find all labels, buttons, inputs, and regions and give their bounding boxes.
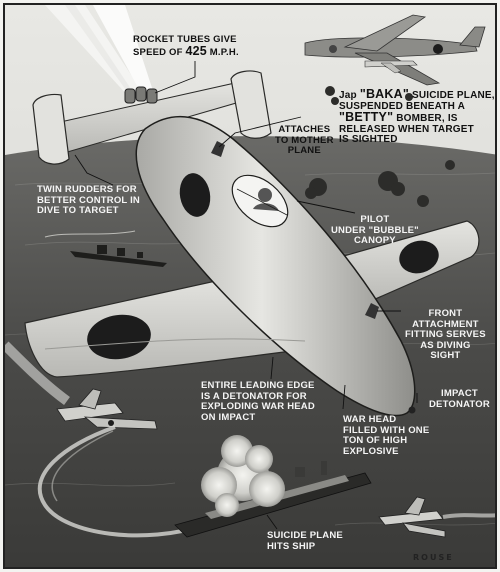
caption-betty-suffix: BOMBER, IS bbox=[393, 113, 458, 124]
rocket-tubes bbox=[124, 86, 158, 104]
left-rudder bbox=[32, 93, 70, 165]
caption-baka-line5: IS SIGHTED bbox=[339, 134, 398, 145]
caption-edge-line3: EXPLODING WAR HEAD bbox=[201, 401, 315, 412]
caption-pilot: PILOT UNDER "BUBBLE" CANOPY bbox=[331, 214, 419, 247]
left-wing-insignia bbox=[87, 314, 151, 360]
caption-edge-line2: IS A DETONATOR FOR bbox=[201, 390, 307, 402]
caption-front-line1: FRONT bbox=[428, 308, 463, 319]
right-rudder bbox=[230, 70, 272, 139]
rocket-exhaust bbox=[45, 5, 153, 97]
caption-rocket-line2: SPEED OF 425 M.P.H. bbox=[133, 43, 239, 59]
caption-hits-line1: SUICIDE PLANE bbox=[267, 530, 343, 541]
front-attach-fitting bbox=[365, 303, 379, 319]
caption-front-attachment: FRONT ATTACHMENT FITTING SERVES AS DIVIN… bbox=[405, 308, 486, 362]
diving-plane bbox=[5, 341, 158, 430]
caption-rudders-line1: TWIN RUDDERS FOR bbox=[37, 184, 137, 195]
pilot bbox=[253, 188, 279, 211]
flak-puffs bbox=[305, 86, 455, 207]
caption-edge-line1: ENTIRE LEADING EDGE bbox=[201, 380, 315, 391]
caption-warhead-line2: FILLED WITH ONE bbox=[343, 424, 430, 436]
ship-wake bbox=[37, 425, 206, 538]
caption-baka-prefix: Jap bbox=[339, 90, 360, 101]
caption-impact-line1: IMPACT bbox=[441, 388, 478, 399]
caption-suicide-hits: SUICIDE PLANE HITS SHIP bbox=[267, 530, 343, 552]
illustration-art bbox=[5, 5, 495, 567]
caption-attaches-line3: PLANE bbox=[287, 145, 321, 156]
caption-edge-line4: ON IMPACT bbox=[201, 411, 256, 423]
caption-betty-name: "BETTY" bbox=[339, 110, 394, 124]
caption-rocket-tubes: ROCKET TUBES GIVE SPEED OF 425 M.P.H. bbox=[133, 34, 239, 59]
explosion bbox=[201, 435, 285, 517]
caption-rocket-suffix: M.P.H. bbox=[206, 46, 239, 58]
caption-impact-line2: DETONATOR bbox=[429, 398, 490, 410]
caption-pilot-line3: CANOPY bbox=[353, 235, 396, 246]
caption-baka-line2: SUSPENDED BENEATH A bbox=[339, 100, 466, 112]
illustration-frame: ROCKET TUBES GIVE SPEED OF 425 M.P.H. Ja… bbox=[3, 3, 497, 569]
caption-twin-rudders: TWIN RUDDERS FOR BETTER CONTROL IN DIVE … bbox=[37, 184, 140, 217]
caption-pilot-line1: PILOT bbox=[360, 214, 390, 225]
caption-baka-suffix: SUICIDE PLANE, bbox=[408, 90, 495, 101]
caption-war-head: WAR HEAD FILLED WITH ONE TON OF HIGH EXP… bbox=[343, 414, 430, 457]
right-wing-insignia bbox=[399, 240, 439, 274]
caption-baka-line3: "BETTY" BOMBER, IS bbox=[339, 110, 495, 125]
caption-impact-detonator: IMPACT DETONATOR bbox=[429, 388, 490, 410]
leader-lines bbox=[74, 61, 418, 530]
caption-rudders-line3: DIVE TO TARGET bbox=[37, 205, 119, 216]
betty-bomber bbox=[304, 14, 486, 86]
baka-plane bbox=[24, 70, 480, 417]
caption-warhead-line4: EXPLOSIVE bbox=[343, 445, 399, 457]
caption-pilot-line2: UNDER "BUBBLE" bbox=[331, 224, 419, 236]
caption-warhead-line3: TON OF HIGH bbox=[343, 435, 408, 446]
caption-attaches: ATTACHES TO MOTHER PLANE bbox=[275, 124, 334, 157]
caption-attaches-line1: ATTACHES bbox=[278, 124, 331, 135]
caption-leading-edge: ENTIRE LEADING EDGE IS A DETONATOR FOR E… bbox=[201, 380, 315, 423]
caption-baka-line1: Jap "BAKA" SUICIDE PLANE, bbox=[339, 87, 495, 102]
caption-front-line2: ATTACHMENT bbox=[412, 318, 479, 330]
impact-detonator bbox=[408, 406, 416, 414]
caption-baka-name: "BAKA" bbox=[359, 87, 409, 101]
caption-warhead-line1: WAR HEAD bbox=[343, 414, 397, 425]
caption-baka-line4: RELEASED WHEN TARGET bbox=[339, 123, 474, 135]
caption-baka: Jap "BAKA" SUICIDE PLANE, SUSPENDED BENE… bbox=[339, 87, 495, 146]
caption-rocket-speed: 425 bbox=[185, 43, 207, 58]
distant-ship bbox=[44, 230, 167, 267]
caption-front-line5: SIGHT bbox=[430, 350, 461, 361]
caption-front-line4: AS DIVING bbox=[420, 339, 471, 351]
caption-front-line3: FITTING SERVES bbox=[405, 329, 486, 340]
caption-rudders-line2: BETTER CONTROL IN bbox=[37, 194, 140, 206]
caption-rocket-line1: ROCKET TUBES GIVE bbox=[133, 34, 237, 45]
fuselage-insignia bbox=[179, 173, 211, 217]
artist-signature: ROUSE bbox=[413, 553, 454, 562]
caption-attaches-line2: TO MOTHER bbox=[275, 134, 334, 146]
small-plane-bottom-right bbox=[378, 496, 495, 538]
caption-hits-line2: HITS SHIP bbox=[267, 540, 316, 552]
caption-rocket-prefix: SPEED OF bbox=[133, 46, 186, 58]
